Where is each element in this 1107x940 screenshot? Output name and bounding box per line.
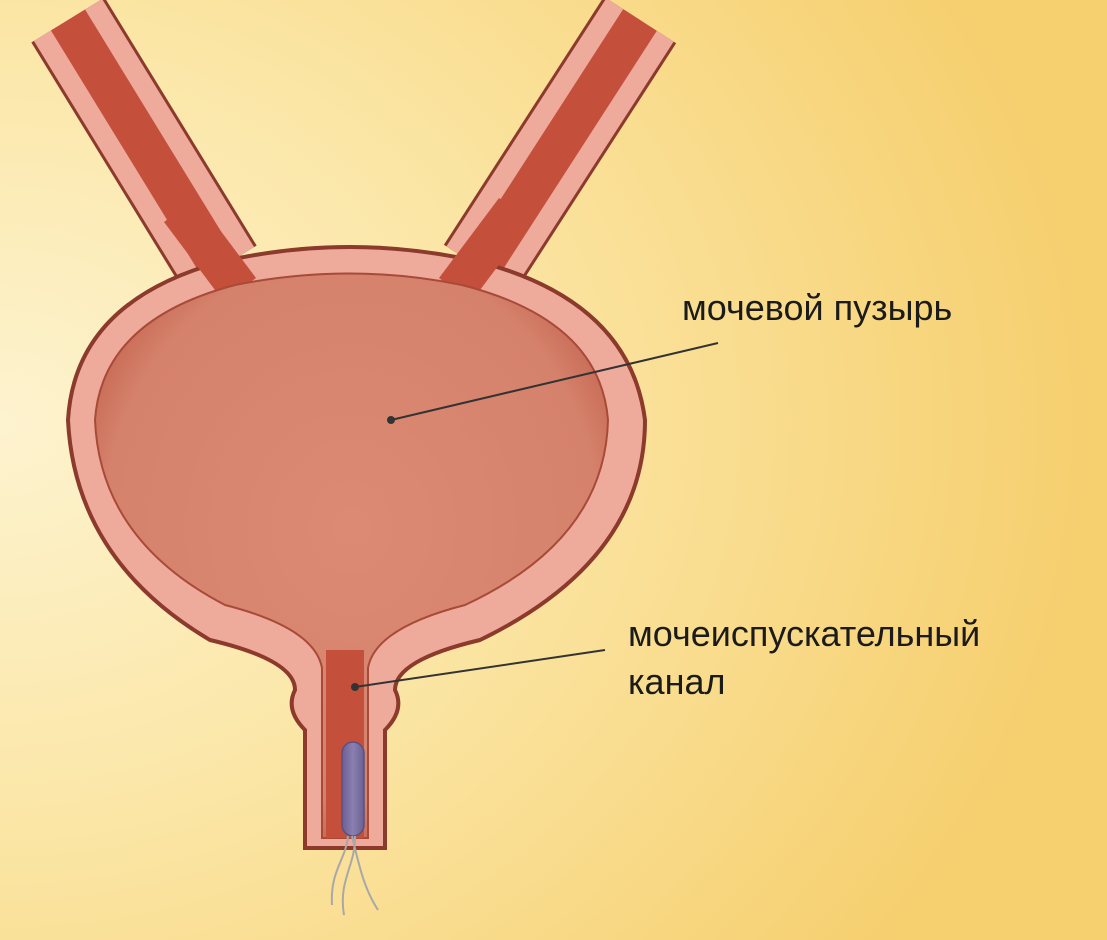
urethra-label-line1: мочеиспускательный (628, 610, 980, 658)
urethra-label-line2: канал (628, 658, 980, 706)
bladder-label: мочевой пузырь (682, 284, 952, 332)
urethra-label: мочеиспускательный канал (628, 610, 980, 706)
